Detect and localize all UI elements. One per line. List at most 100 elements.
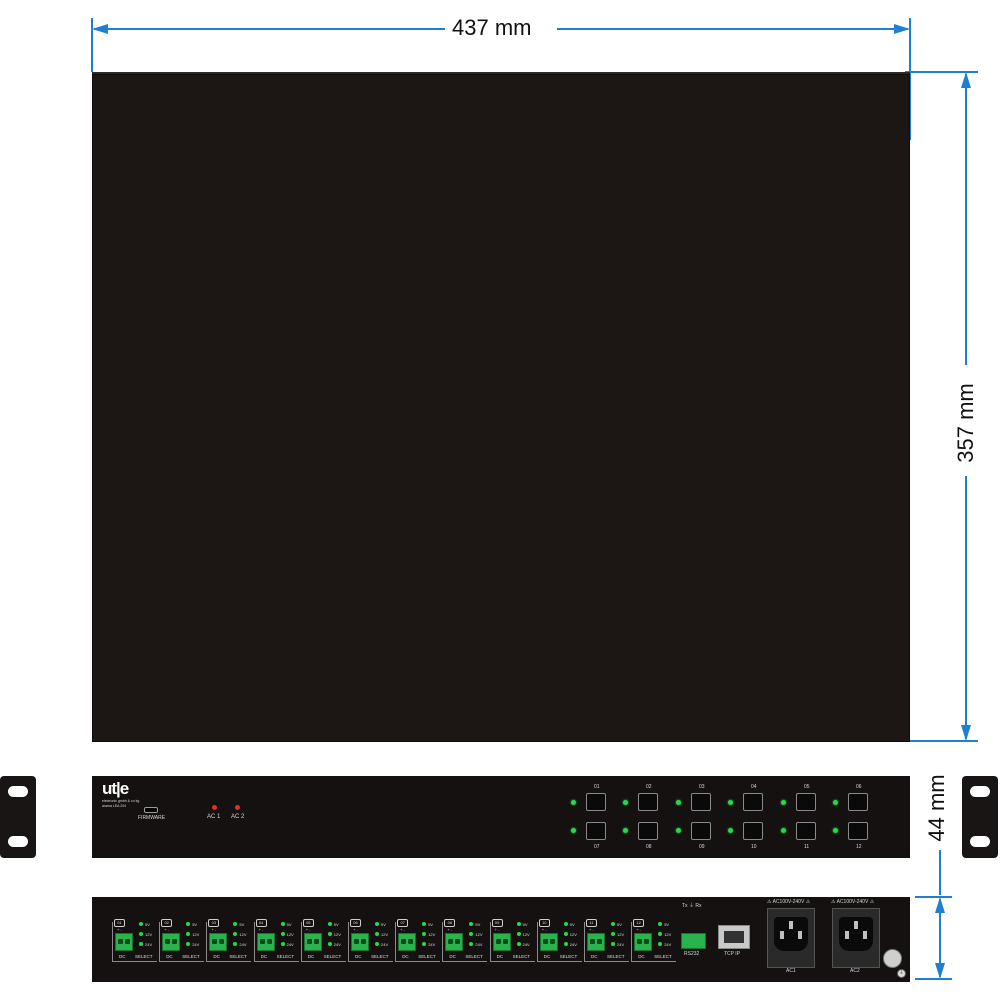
dc-output-terminal[interactable] <box>587 933 605 951</box>
rs232-label: RS232 <box>684 951 700 957</box>
voltage-led <box>658 922 663 926</box>
channel-label: 12 <box>856 844 862 850</box>
channel-button-02[interactable] <box>638 793 658 811</box>
dc-output-terminal[interactable] <box>539 933 558 951</box>
rs232-pin-labels: Tx ⏚ Rx <box>682 903 702 909</box>
dc-output-terminal[interactable] <box>351 933 369 951</box>
ac2-led <box>235 805 240 810</box>
channel-button-11[interactable] <box>796 822 816 840</box>
channel-led <box>623 800 628 805</box>
ground-screw-icon <box>883 949 902 968</box>
dc-output-terminal[interactable] <box>398 933 417 951</box>
dc-output-terminal[interactable] <box>303 933 322 951</box>
ac1-inlet[interactable] <box>767 908 815 968</box>
dc-output-terminal[interactable] <box>115 933 133 951</box>
dc-label: DC <box>402 954 409 959</box>
voltage-label: 12V <box>569 932 577 937</box>
voltage-label: 24V <box>333 942 341 947</box>
channel-label: 09 <box>699 844 705 850</box>
channel-led <box>833 800 838 805</box>
voltage-label: 5V <box>192 922 198 927</box>
voltage-led <box>516 932 521 936</box>
voltage-label: 12V <box>475 932 483 937</box>
voltage-label: 12V <box>522 932 530 937</box>
channel-button-10[interactable] <box>743 822 763 840</box>
firmware-label: FIRMWARE <box>138 815 166 821</box>
voltage-label: 24V <box>286 942 294 947</box>
channel-led <box>676 828 681 833</box>
select-label: SELECT <box>418 954 436 959</box>
voltage-label: 24V <box>569 942 577 947</box>
channel-tag: 08 <box>444 919 456 927</box>
channel-button-04[interactable] <box>743 793 763 811</box>
voltage-label: 5V <box>239 922 245 927</box>
voltage-label: 12V <box>381 932 389 937</box>
voltage-led <box>469 942 474 946</box>
polarity-label: + - <box>636 927 641 932</box>
voltage-label: 24V <box>475 942 483 947</box>
ground-symbol-icon: ⏚ <box>897 969 906 978</box>
channel-button-08[interactable] <box>638 822 658 840</box>
polarity-label: + - <box>589 927 594 932</box>
voltage-label: 12V <box>428 932 436 937</box>
dc-output-terminal[interactable] <box>445 933 464 951</box>
select-label: SELECT <box>465 954 483 959</box>
channel-button-05[interactable] <box>796 793 816 811</box>
voltage-label: 5V <box>286 922 292 927</box>
dc-label: DC <box>496 954 504 959</box>
voltage-led <box>422 942 427 946</box>
channel-button-01[interactable] <box>586 793 606 811</box>
ethernet-port[interactable] <box>718 925 750 949</box>
ac2-label: AC 2 <box>231 814 245 820</box>
channel-label: 01 <box>594 784 600 790</box>
channel-tag: 12 <box>633 919 645 927</box>
channel-button-03[interactable] <box>691 793 711 811</box>
channel-button-06[interactable] <box>848 793 868 811</box>
channel-button-12[interactable] <box>848 822 868 840</box>
dc-output-terminal[interactable] <box>162 933 181 951</box>
select-label: SELECT <box>654 954 672 959</box>
module-frame <box>536 922 582 962</box>
dc-output-terminal[interactable] <box>492 933 511 951</box>
channel-button-09[interactable] <box>691 822 711 840</box>
voltage-led <box>186 922 191 926</box>
dc-label: DC <box>355 954 362 959</box>
voltage-led <box>139 942 143 946</box>
channel-button-07[interactable] <box>586 822 606 840</box>
ac2-inlet[interactable] <box>832 908 880 968</box>
dc-output-terminal[interactable] <box>209 933 228 951</box>
voltage-led <box>327 942 332 946</box>
module-frame <box>489 922 535 962</box>
channel-label: 07 <box>594 844 600 850</box>
voltage-label: 5V <box>333 922 339 927</box>
select-label: SELECT <box>276 954 295 959</box>
polarity-label: + - <box>400 927 405 932</box>
voltage-led <box>658 942 663 946</box>
depth-dimension-label: 357 mm <box>953 373 979 473</box>
rs232-terminal[interactable] <box>681 933 706 949</box>
voltage-led <box>611 942 615 946</box>
voltage-label: 12V <box>333 932 341 937</box>
voltage-label: 12V <box>239 932 247 937</box>
rack-ear-slot <box>970 786 990 797</box>
polarity-label: + - <box>117 927 122 932</box>
dc-output-terminal[interactable] <box>256 933 275 951</box>
firmware-usb-port[interactable] <box>144 807 158 813</box>
voltage-led <box>611 932 615 936</box>
voltage-led <box>658 932 663 936</box>
module-frame <box>348 922 393 962</box>
channel-tag: 11 <box>586 919 597 927</box>
channel-tag: 03 <box>208 919 220 927</box>
select-label: SELECT <box>607 954 625 959</box>
module-frame <box>442 922 488 962</box>
dc-output-terminal[interactable] <box>634 933 653 951</box>
height-dimension-label: 44 mm <box>924 773 950 843</box>
module-frame <box>584 922 629 962</box>
voltage-label: 5V <box>569 922 575 927</box>
module-frame <box>206 922 252 962</box>
ac1-led <box>212 805 217 810</box>
channel-led <box>676 800 681 805</box>
